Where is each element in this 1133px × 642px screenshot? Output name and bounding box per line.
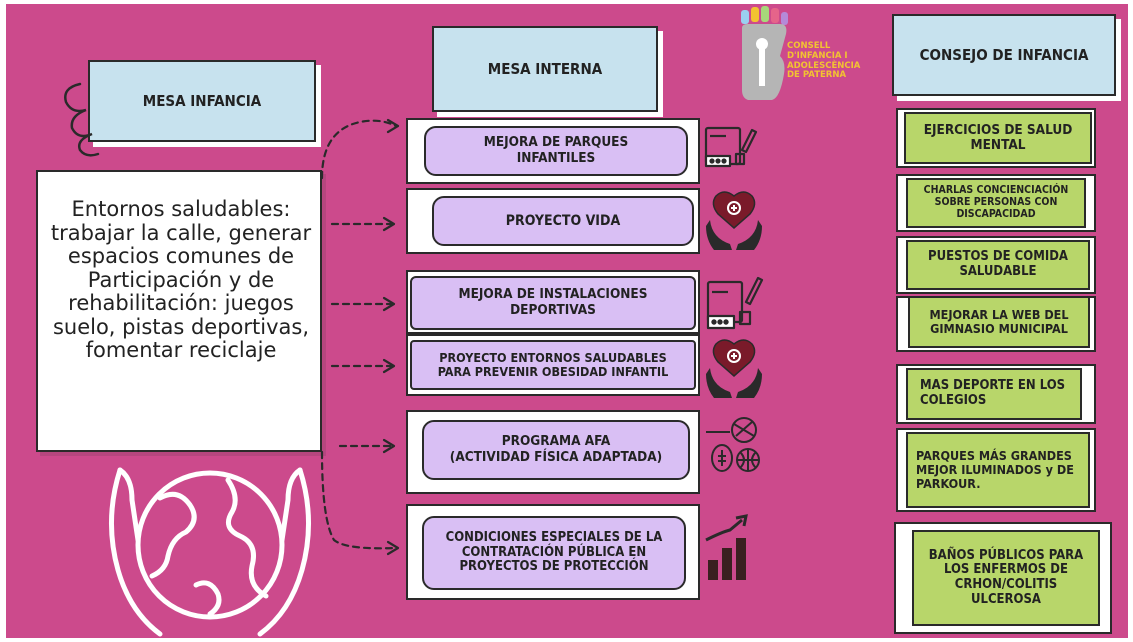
mesa-interna-item-1: MEJORA DE PARQUES INFANTILES: [424, 126, 688, 176]
mesa-interna-item-4: PROYECTO ENTORNOS SALUDABLES PARA PREVEN…: [410, 340, 696, 390]
entornos-card: [36, 170, 322, 452]
heart-hands-icon-2: [706, 339, 762, 398]
consejo-6-line-2: MEJOR ILUMINADOS y DE: [916, 462, 1074, 477]
consejo-2-line-3: DISCAPACIDAD: [956, 207, 1036, 220]
item-6-line-1: CONDICIONES ESPECIALES DE LA: [445, 529, 663, 545]
item-6-line-3: PROYECTOS DE PROTECCIÓN: [459, 559, 649, 575]
logo-text: CONSELL D'INFANCIA I ADOLESCÈNCIA DE PAT…: [787, 41, 887, 81]
consejo-1-line-1: EJERCICIOS DE SALUD: [923, 121, 1073, 138]
consejo-7-line-3: CRHON/COLITIS: [954, 577, 1058, 592]
consejo-item-3: PUESTOS DE COMIDA SALUDABLE: [906, 240, 1090, 290]
office-equipment-icon-1: [704, 126, 758, 168]
consejo-4-line-2: GIMNASIO MUNICIPAL: [930, 321, 1068, 336]
consejo-item-5: MAS DEPORTE EN LOS COLEGIOS: [906, 368, 1082, 420]
logo-line-2: D'INFANCIA I: [787, 50, 848, 61]
consejo-7-line-4: ULCEROSA: [971, 591, 1041, 607]
item-2-label: PROYECTO VIDA: [505, 212, 621, 229]
mesa-interna-header: MESA INTERNA: [432, 26, 658, 112]
item-1-line-1: MEJORA DE PARQUES: [483, 134, 629, 151]
consejo-3-line-1: PUESTOS DE COMIDA: [928, 249, 1068, 265]
consejo-6-line-3: PARKOUR.: [916, 476, 981, 491]
item-3-line-2: DEPORTIVAS: [510, 302, 596, 318]
sports-balls-icon: [706, 417, 760, 472]
item-3-line-1: MEJORA DE INSTALACIONES: [458, 286, 648, 303]
consejo-5-line-2: COLEGIOS: [920, 393, 987, 408]
consejo-6-line-1: PARQUES MÁS GRANDES: [916, 448, 1072, 463]
consejo-4-line-1: MEJORAR LA WEB DEL: [929, 307, 1069, 322]
item-5-line-2: (ACTIVIDAD FÍSICA ADAPTADA): [449, 449, 663, 465]
consejo-item-2: CHARLAS CONCIENCIACIÓN SOBRE PERSONAS CO…: [906, 178, 1086, 228]
logo-line-3: ADOLESCÈNCIA: [787, 60, 861, 71]
consejo-2-line-1: CHARLAS CONCIENCIACIÓN: [923, 184, 1069, 197]
consejo-item-6: PARQUES MÁS GRANDES MEJOR ILUMINADOS y D…: [906, 432, 1090, 508]
arrow-curve-top: [320, 119, 398, 180]
mesa-interna-item-3: MEJORA DE INSTALACIONES DEPORTIVAS: [410, 276, 696, 330]
mesa-interna-title: MESA INTERNA: [487, 60, 603, 78]
consejo-item-7: BAÑOS PÚBLICOS PARA LOS ENFERMOS DE CRHO…: [912, 530, 1100, 626]
item-4-line-1: PROYECTO ENTORNOS SALUDABLES: [439, 349, 667, 365]
mesa-interna-item-5: PROGRAMA AFA (ACTIVIDAD FÍSICA ADAPTADA): [422, 420, 690, 480]
growth-chart-icon: [705, 514, 748, 580]
entornos-text: Entornos saludables: trabajar la calle, …: [50, 197, 312, 363]
office-equipment-icon-2: [706, 276, 764, 330]
item-5-line-1: PROGRAMA AFA: [501, 433, 611, 450]
consejo-item-1: EJERCICIOS DE SALUD MENTAL: [904, 112, 1092, 164]
consejo-2-line-2: SOBRE PERSONAS CON: [934, 196, 1058, 209]
consejo-5-line-1: MAS DEPORTE EN LOS: [920, 378, 1066, 394]
logo-line-1: CONSELL: [787, 41, 831, 51]
item-1-line-2: INFANTILES: [516, 150, 596, 166]
consejo-1-line-2: MENTAL: [970, 137, 1026, 153]
logo-hand-icon: [741, 6, 788, 100]
consejo-7-line-1: BAÑOS PÚBLICOS PARA: [928, 547, 1084, 563]
item-6-line-2: CONTRATACIÓN PÚBLICA EN: [461, 544, 647, 560]
consejo-infancia-title: CONSEJO DE INFANCIA: [919, 46, 1089, 64]
consejo-infancia-header: CONSEJO DE INFANCIA: [892, 14, 1116, 96]
arrow-curve-bottom: [320, 450, 398, 550]
mesa-infancia-header: MESA INFANCIA: [88, 60, 316, 142]
heart-hands-icon-1: [706, 191, 762, 250]
item-4-line-2: PARA PREVENIR OBESIDAD INFANTIL: [437, 364, 669, 379]
mesa-interna-item-6: CONDICIONES ESPECIALES DE LA CONTRATACIÓ…: [422, 516, 686, 590]
consejo-item-4: MEJORAR LA WEB DEL GIMNASIO MUNICIPAL: [908, 296, 1090, 348]
mesa-infancia-title: MESA INFANCIA: [142, 92, 262, 110]
mesa-interna-item-2: PROYECTO VIDA: [432, 196, 694, 246]
logo-line-4: DE PATERNA: [787, 70, 847, 81]
consejo-7-line-2: LOS ENFERMOS DE: [944, 562, 1068, 578]
consejo-3-line-2: SALUDABLE: [959, 264, 1037, 279]
